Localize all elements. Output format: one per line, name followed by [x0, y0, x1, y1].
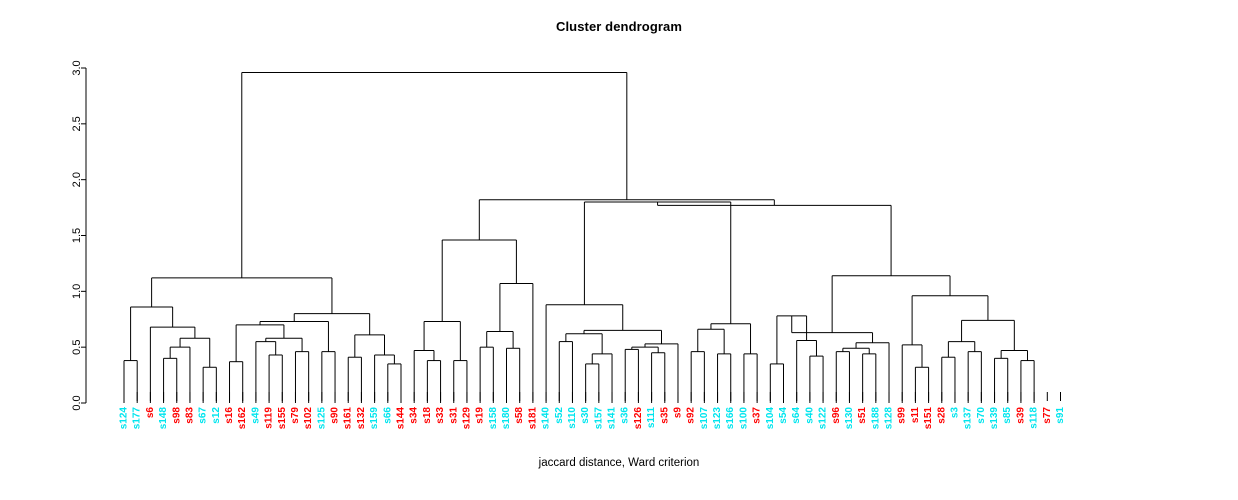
leaf-label[interactable]: s102 — [303, 407, 314, 430]
leaf-label[interactable]: s132 — [356, 407, 367, 430]
y-axis: 0.0 0.5 1.0 1.5 2.0 2.5 3.0 — [71, 60, 87, 411]
leaf-label[interactable]: s39 — [1015, 407, 1026, 424]
leaf-label[interactable]: s79 — [290, 407, 301, 424]
leaf-label[interactable]: s140 — [541, 407, 552, 430]
leaf-label[interactable]: s18 — [422, 407, 433, 424]
leaf-label[interactable]: s177 — [132, 407, 143, 430]
leaf-label[interactable]: s33 — [435, 407, 446, 424]
leaf-label[interactable]: s162 — [237, 407, 248, 430]
leaf-label[interactable]: s181 — [527, 407, 538, 430]
leaf-label[interactable]: s110 — [567, 407, 578, 429]
leaf-label[interactable]: s54 — [778, 407, 789, 424]
leaf-label[interactable]: s11 — [910, 407, 921, 424]
leaf-label[interactable]: s96 — [831, 407, 842, 424]
leaf-label[interactable]: s123 — [712, 407, 723, 430]
leaf-label[interactable]: s107 — [699, 407, 710, 430]
leaf-label[interactable]: s67 — [198, 407, 209, 424]
y-tick-label: 2.0 — [71, 172, 83, 187]
leaf-ticks — [123, 392, 1061, 401]
leaf-label[interactable]: s58 — [514, 407, 525, 424]
leaf-label[interactable]: s180 — [501, 407, 512, 430]
leaf-label[interactable]: s31 — [448, 407, 459, 424]
leaf-label[interactable]: s83 — [184, 407, 195, 424]
leaf-label[interactable]: s188 — [870, 407, 881, 430]
leaf-label[interactable]: s51 — [857, 407, 868, 424]
leaf-label[interactable]: s158 — [488, 407, 499, 430]
page-title: Cluster dendrogram — [555, 19, 683, 34]
leaf-label[interactable]: s28 — [936, 407, 947, 424]
leaf-label[interactable]: s35 — [659, 407, 670, 424]
leaf-label[interactable]: s130 — [844, 407, 855, 430]
leaf-label[interactable]: s99 — [897, 407, 908, 424]
leaf-label[interactable]: s119 — [264, 407, 275, 429]
leaf-label[interactable]: s129 — [461, 407, 472, 430]
leaf-label[interactable]: s125 — [316, 407, 327, 430]
dendrogram-tree — [123, 71, 1035, 403]
y-tick-label: 3.0 — [71, 60, 83, 75]
leaf-label[interactable]: s104 — [765, 407, 776, 430]
y-tick-label: 1.5 — [71, 228, 83, 243]
leaf-label[interactable]: s12 — [211, 407, 222, 424]
leaf-label[interactable]: s30 — [580, 407, 591, 424]
leaf-label[interactable]: s151 — [923, 407, 934, 430]
leaf-label[interactable]: s144 — [395, 407, 406, 430]
leaf-label[interactable]: s70 — [976, 407, 987, 424]
leaf-label[interactable]: s126 — [633, 407, 644, 430]
y-tick-label: 1.0 — [71, 284, 83, 299]
y-tick-label: 2.5 — [71, 116, 83, 131]
leaf-label[interactable]: s157 — [593, 407, 604, 430]
leaf-label[interactable]: s91 — [1055, 407, 1066, 424]
leaf-label[interactable]: s137 — [963, 407, 974, 430]
x-axis-label: jaccard distance, Ward criterion — [538, 457, 700, 469]
leaf-label[interactable]: s64 — [791, 407, 802, 424]
leaf-label[interactable]: s16 — [224, 407, 235, 424]
leaf-label[interactable]: s155 — [277, 407, 288, 430]
leaf-label[interactable]: s49 — [250, 407, 261, 424]
leaf-label[interactable]: s98 — [171, 407, 182, 424]
leaf-label[interactable]: s90 — [330, 407, 341, 424]
leaf-label[interactable]: s139 — [989, 407, 1000, 430]
leaf-label[interactable]: s3 — [949, 407, 960, 419]
leaf-label[interactable]: s128 — [884, 407, 895, 430]
leaf-label[interactable]: s40 — [804, 407, 815, 424]
leaf-label[interactable]: s19 — [475, 407, 486, 424]
y-tick-label: 0.5 — [71, 340, 83, 355]
y-tick-label: 0.0 — [71, 395, 83, 410]
leaf-label[interactable]: s52 — [554, 407, 565, 424]
leaf-label[interactable]: s9 — [672, 407, 683, 419]
leaf-label[interactable]: s124 — [119, 407, 130, 430]
leaf-label[interactable]: s34 — [409, 407, 420, 424]
leaf-label[interactable]: s111 — [646, 407, 657, 429]
leaf-label[interactable]: s92 — [686, 407, 697, 424]
leaf-label[interactable]: s166 — [725, 407, 736, 430]
leaf-label[interactable]: s159 — [369, 407, 380, 430]
leaf-label[interactable]: s6 — [145, 407, 156, 419]
leaf-label[interactable]: s122 — [818, 407, 829, 430]
leaf-label[interactable]: s66 — [382, 407, 393, 424]
leaf-label[interactable]: s36 — [620, 407, 631, 424]
leaf-label[interactable]: s37 — [752, 407, 763, 424]
leaf-label[interactable]: s148 — [158, 407, 169, 430]
leaf-label[interactable]: s85 — [1002, 407, 1013, 424]
leaf-label[interactable]: s100 — [738, 407, 749, 430]
leaf-label[interactable]: s118 — [1029, 407, 1040, 429]
leaf-label[interactable]: s161 — [343, 407, 354, 430]
leaf-label[interactable]: s141 — [607, 407, 618, 430]
leaf-label[interactable]: s77 — [1042, 407, 1053, 424]
